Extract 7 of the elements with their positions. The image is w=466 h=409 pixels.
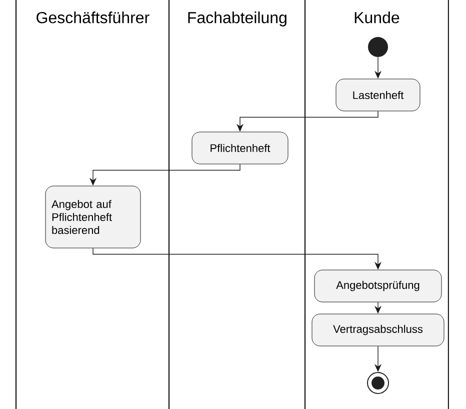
activity-box: Pflichtenheft [192, 132, 288, 164]
activity-box: Vertragsabschluss [312, 314, 444, 346]
activity-box: Lastenheft [336, 78, 420, 112]
end-dot [367, 372, 389, 394]
start-dot [368, 37, 388, 57]
activity-box: Angebotsprüfung [314, 270, 442, 302]
activity-box: Angebot auf Pflichtenheft basierend [45, 186, 141, 248]
